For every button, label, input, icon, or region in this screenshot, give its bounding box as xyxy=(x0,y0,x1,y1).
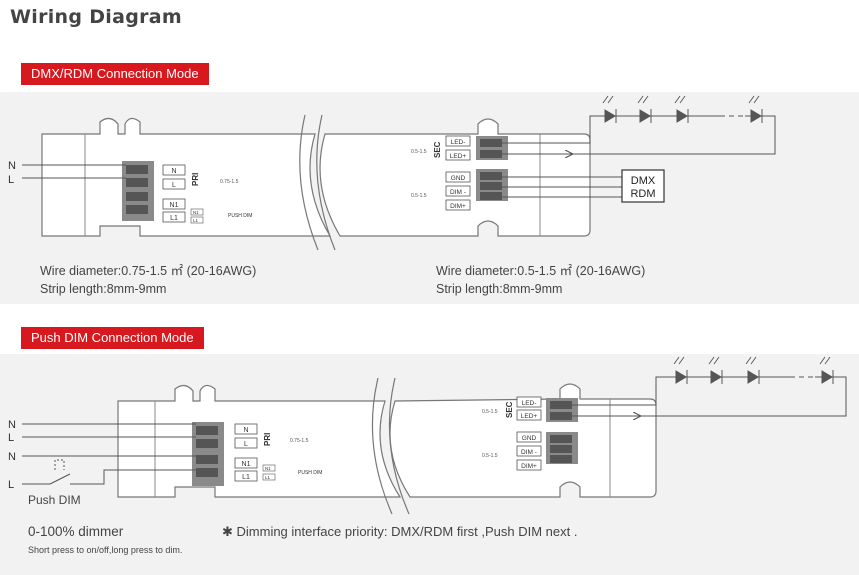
wire-diameter-sec: Wire diameter:0.5-1.5 ㎡ (20-16AWG) xyxy=(436,264,646,278)
input2-l-label-2: L xyxy=(8,479,14,491)
pri2-n-label: N xyxy=(243,427,248,434)
label-box xyxy=(234,423,258,435)
pri-l1-label: L1 xyxy=(170,215,178,222)
sec2-gnd: GND xyxy=(522,435,537,442)
label-box xyxy=(445,171,471,183)
terminal-block-pri-2 xyxy=(192,422,224,486)
strip-sec-text: 0.5-1.5 xyxy=(411,149,427,155)
pri2-l1-label: L1 xyxy=(242,474,250,481)
label-box xyxy=(445,199,471,211)
sec2-dim-plus: DIM+ xyxy=(521,463,537,470)
break-mark xyxy=(371,377,393,515)
wire-spec-pri: Wire diameter:0.75-1.5 ㎡ (20-16AWG) Stri… xyxy=(40,262,256,298)
led-string-1 xyxy=(603,109,770,123)
label-box xyxy=(516,409,542,421)
dimming-priority-note: ✱ Dimming interface priority: DMX/RDM fi… xyxy=(222,524,578,539)
pri-l-label: L xyxy=(172,182,176,189)
push-dim-small-label: PUSH DIM xyxy=(228,213,252,219)
mini-l1-box xyxy=(262,473,276,481)
label-box xyxy=(234,470,258,482)
sec-led-plus: LED+ xyxy=(450,153,467,160)
input-l-label: L xyxy=(8,174,14,186)
label-box xyxy=(516,445,542,457)
sec-dim-plus: DIM+ xyxy=(450,203,466,210)
sec-text: SEC xyxy=(433,141,442,158)
dmx-label: DMX xyxy=(631,175,656,187)
push-switch-actuator xyxy=(54,459,65,470)
dimmer-usage-text: Short press to on/off,long press to dim. xyxy=(28,545,183,555)
mini-n1-label: N1 xyxy=(193,210,199,215)
label-box xyxy=(234,437,258,449)
label-box xyxy=(445,185,471,197)
led-emission-marks-2 xyxy=(673,356,831,365)
page-title: Wiring Diagram xyxy=(10,6,182,28)
wire-led-plus xyxy=(572,115,776,155)
pri-n1-label: N1 xyxy=(170,202,179,209)
rdm-label: RDM xyxy=(630,188,655,200)
terminal-block-pri xyxy=(122,161,154,221)
wire2-led-plus xyxy=(640,376,847,417)
strip-length-sec: Strip length:8mm-9mm xyxy=(436,282,563,296)
dmx-rdm-controller-box xyxy=(621,169,665,203)
mini-l1-label: L1 xyxy=(193,218,199,223)
wire-led-minus xyxy=(502,115,603,144)
strip-sec2-text: 0.5-1.5 xyxy=(482,409,498,415)
mini2-l1-label: L1 xyxy=(265,475,271,480)
wire-diameter-pri: Wire diameter:0.75-1.5 ㎡ (20-16AWG) xyxy=(40,264,257,278)
sec2-dim-minus: DIM - xyxy=(521,449,537,456)
label-box xyxy=(516,396,542,408)
input2-n-label: N xyxy=(8,419,16,431)
mini-n1-box xyxy=(262,464,276,472)
break-mark xyxy=(299,114,319,251)
pri2-n1-label: N1 xyxy=(242,461,251,468)
pri-n-label: N xyxy=(171,168,176,175)
dmx-rdm-mode-tag: DMX/RDM Connection Mode xyxy=(21,63,209,85)
input2-l-label: L xyxy=(8,432,14,444)
sec2-text: SEC xyxy=(505,401,514,418)
push-switch xyxy=(49,473,71,485)
wire2-l1-b xyxy=(70,469,196,485)
mini2-n1-label: N1 xyxy=(265,466,271,471)
terminal-block-sec xyxy=(476,136,508,201)
driver-1 xyxy=(41,117,591,237)
sec2-led-minus: LED- xyxy=(522,400,537,407)
break-mark xyxy=(316,114,336,251)
mini-n1-box xyxy=(190,208,204,216)
wire2-led-minus xyxy=(572,376,670,406)
input-n-label: N xyxy=(8,160,16,172)
sec-led-minus: LED- xyxy=(451,139,466,146)
label-box xyxy=(162,198,186,210)
mini-l1-box xyxy=(190,216,204,224)
label-box xyxy=(445,149,471,161)
strip-sec2-text-2: 0.5-1.5 xyxy=(482,453,498,459)
pri-text: PRI xyxy=(191,173,200,186)
input2-n-label-2: N xyxy=(8,451,16,463)
strip-length-pri: Strip length:8mm-9mm xyxy=(40,282,167,296)
push-dim-small-label-2: PUSH DIM xyxy=(298,470,322,476)
push-dim-label: Push DIM xyxy=(28,493,81,507)
strip-sec-text-2: 0.5-1.5 xyxy=(411,193,427,199)
label-box xyxy=(516,459,542,471)
label-box xyxy=(516,431,542,443)
sec-dim-minus: DIM - xyxy=(450,189,466,196)
label-box xyxy=(162,211,186,223)
led-emission-marks-1 xyxy=(602,95,760,104)
strip-pri2-text: 0.75-1.5 xyxy=(290,438,309,444)
pri2-l-label: L xyxy=(244,441,248,448)
strip-pri-text: 0.75-1.5 xyxy=(220,179,239,185)
label-box xyxy=(162,178,186,190)
sec-gnd: GND xyxy=(451,175,466,182)
pri2-text: PRI xyxy=(263,433,272,446)
terminal-block-sec-2 xyxy=(546,398,578,464)
label-box xyxy=(234,457,258,469)
label-box xyxy=(445,135,471,147)
wire-spec-sec: Wire diameter:0.5-1.5 ㎡ (20-16AWG) Strip… xyxy=(436,262,645,298)
led-string-2 xyxy=(670,370,840,384)
push-dim-mode-tag: Push DIM Connection Mode xyxy=(21,327,204,349)
sec2-led-plus: LED+ xyxy=(521,413,538,420)
dimmer-range-text: 0-100% dimmer xyxy=(28,524,124,539)
break-mark xyxy=(388,377,410,515)
label-box xyxy=(162,164,186,176)
